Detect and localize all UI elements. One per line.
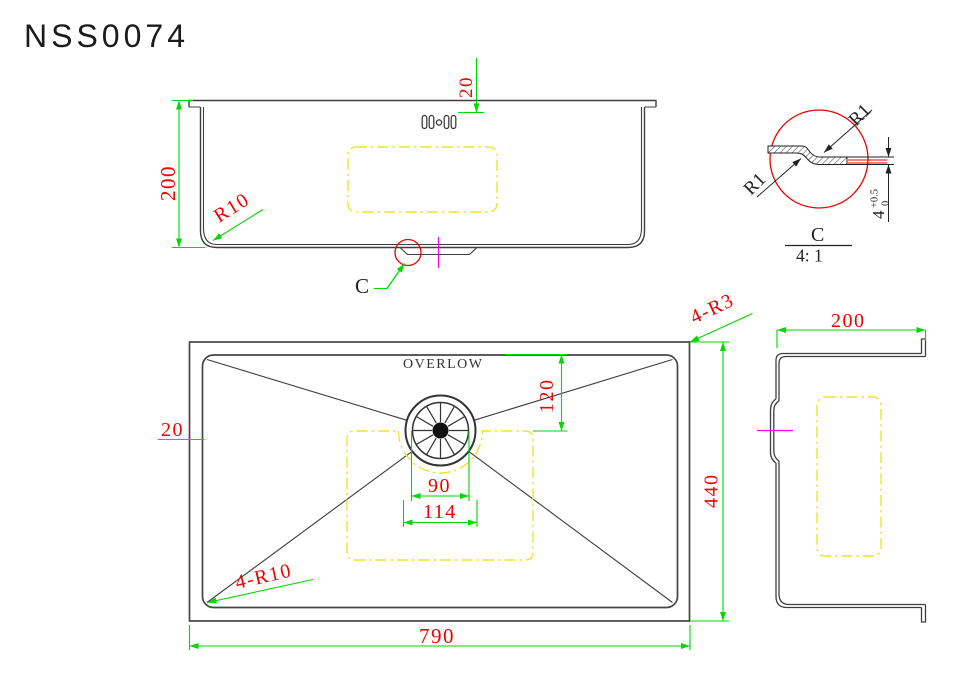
- extension-lines: [172, 99, 205, 249]
- side-top-lip: [920, 338, 927, 357]
- plan-view: OVERLOW 20 120 90 114: [158, 289, 753, 650]
- thickness-value: 4: [869, 210, 888, 219]
- front-detail-reference: C: [355, 237, 440, 298]
- side-bottom-outer: [775, 463, 922, 609]
- extension-lines: [410, 431, 470, 501]
- side-bottom-lip: [920, 604, 927, 623]
- side-bottom-inner: [778, 461, 926, 606]
- radius-label: 4-R3: [687, 289, 738, 328]
- vent-holes-icon: [421, 114, 457, 130]
- detail-title-block: C 4: 1: [785, 224, 852, 266]
- plan-outer-corner-callout: 4-R3: [687, 289, 753, 343]
- drain-hub: [432, 422, 449, 439]
- plan-dim-drain-diameter: 90: [410, 431, 470, 501]
- detail-dim-thickness: 4 +0.5 0: [869, 137, 894, 222]
- front-dim-height: 200: [156, 99, 205, 249]
- plan-slope-diagonals: [206, 358, 673, 603]
- radius-label: 4-R10: [233, 560, 294, 594]
- sheet-section-hatched: [767, 145, 848, 165]
- plan-outer-rect: [188, 341, 691, 622]
- leader-line: [212, 209, 264, 241]
- dim-text-790: 790: [419, 624, 455, 648]
- drain-spokes: [413, 402, 468, 459]
- detail-scale: 4: 1: [796, 246, 823, 266]
- plan-inner-corner-callout: 4-R10: [207, 560, 314, 604]
- leader-line: [689, 312, 753, 343]
- dim-text-20: 20: [161, 419, 184, 441]
- radius-label: R10: [210, 189, 254, 228]
- detail-c-view: 4 +0.5 0 R1 R1 C 4: 1: [740, 100, 894, 266]
- detail-ref-label: C: [355, 274, 369, 298]
- plan-dim-width: 790: [188, 624, 691, 650]
- detail-boundary-circle: [769, 109, 869, 209]
- front-dim-hole-offset: 20: [456, 58, 484, 114]
- drain-strainer: [404, 394, 477, 467]
- leader-line: [207, 578, 314, 604]
- leader-line: [823, 109, 873, 153]
- radius-label: R1: [845, 100, 876, 131]
- plan-dim-depth: 440: [690, 341, 730, 622]
- front-outer-shell: [199, 107, 646, 249]
- radius-label: R1: [740, 169, 771, 200]
- dim-text-120: 120: [536, 379, 558, 414]
- leader-line: [756, 158, 802, 198]
- front-corner-radius-callout: R10: [210, 189, 264, 241]
- plan-dim-drain-offset: 120: [505, 353, 567, 432]
- side-top-inner: [778, 355, 926, 401]
- dim-text-114: 114: [423, 501, 457, 523]
- plan-bowl-rect: [201, 354, 679, 609]
- front-elevation-view: 200 20 R10 C: [156, 58, 657, 298]
- tolerance-lower: 0: [881, 201, 892, 206]
- overflow-label: OVERLOW: [403, 357, 484, 372]
- side-top-outer: [775, 352, 922, 399]
- detail-radius-callout-top: R1: [823, 100, 876, 153]
- plan-aux-outline: [346, 430, 534, 561]
- dim-text-440: 440: [701, 474, 723, 509]
- front-inner-shell: [202, 107, 643, 246]
- detail-circle: [394, 238, 422, 267]
- dim-text-200: 200: [156, 165, 180, 201]
- sheet-section-red-lines: [848, 159, 888, 164]
- dim-text-20: 20: [456, 76, 477, 98]
- plan-dim-recess-width: 114: [402, 500, 478, 527]
- side-view: 200: [757, 310, 927, 623]
- dim-text-90: 90: [428, 475, 451, 497]
- plan-dim-rim: 20: [158, 419, 205, 441]
- leader-arrow: [386, 263, 405, 289]
- side-dim-depth: 200: [776, 310, 927, 348]
- tolerance-upper: +0.5: [870, 189, 881, 208]
- side-aux-outline: [816, 396, 882, 557]
- extension-lines: [776, 330, 927, 348]
- dim-text-200: 200: [831, 310, 866, 332]
- front-aux-outline: [347, 146, 498, 213]
- drawing-title: NSS0074: [24, 18, 189, 54]
- front-rim-line: [188, 99, 657, 107]
- detail-label: C: [811, 224, 824, 246]
- side-profile: [769, 338, 927, 623]
